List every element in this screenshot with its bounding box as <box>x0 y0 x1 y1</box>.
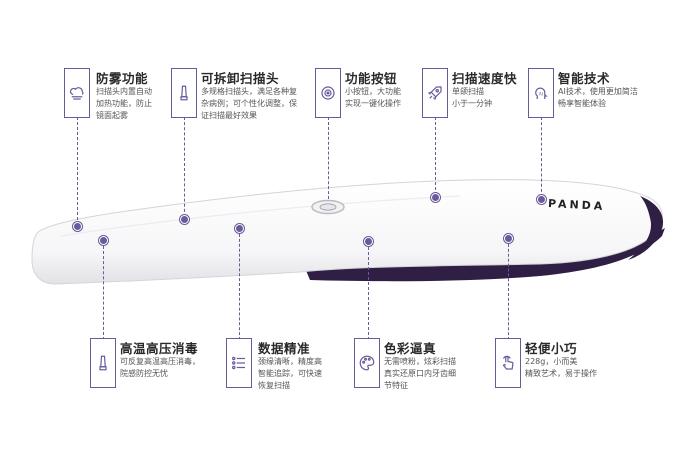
connector-line <box>368 247 369 340</box>
fog-icon <box>69 87 84 100</box>
connector-dot <box>73 222 82 231</box>
feature-desc: 无需喷粉，炫彩扫描 真实还原口内牙齿细 节特征 <box>384 357 456 390</box>
connector-dot <box>364 237 373 246</box>
ai-head-icon: AI <box>535 87 548 99</box>
connector-line <box>103 246 104 340</box>
connector-dot <box>504 234 513 243</box>
connector-line <box>184 117 185 217</box>
scanner-body <box>31 179 663 285</box>
feature-title: 高温高压消毒 <box>120 341 199 356</box>
feature-icon-box <box>171 68 197 118</box>
feature-desc: 228g，小而美 精致艺术，易于操作 <box>525 357 597 378</box>
connector-dot <box>235 224 244 233</box>
feature-desc: 单颌扫描 小于一分钟 <box>452 87 492 108</box>
feature-icon-box <box>495 338 521 388</box>
connector-dot <box>537 195 546 204</box>
feature-title: 可拆卸扫描头 <box>201 71 280 86</box>
connector-line <box>435 117 436 195</box>
tip-icon <box>180 85 188 101</box>
feature-title: 智能技术 <box>558 71 611 86</box>
scanner-tail-cap <box>628 196 664 260</box>
feature-desc: 多规格扫描头，满足各种复 杂病例；可个性化调整，保 证扫描最好效果 <box>201 87 297 120</box>
rocket-icon <box>427 86 442 101</box>
feature-desc: 小按钮，大功能 实现一键化操作 <box>345 87 401 108</box>
feature-title: 功能按钮 <box>345 71 398 86</box>
connector-dot <box>99 236 108 245</box>
connector-line <box>508 244 509 340</box>
feature-icon-box: AI <box>528 68 554 118</box>
list-icon <box>232 356 245 370</box>
feature-title: 数据精准 <box>258 341 311 356</box>
feature-icon-box <box>354 338 380 388</box>
feature-icon-box <box>90 338 116 388</box>
feature-title: 轻便小巧 <box>525 341 578 356</box>
connector-line <box>77 117 78 225</box>
scanner-highlight <box>59 195 461 237</box>
connector-dot <box>431 193 440 202</box>
feature-desc: 扫描头内置自动 加热功能，防止 镜面起雾 <box>96 87 152 120</box>
feature-icon-box <box>64 68 90 118</box>
button-icon <box>321 86 335 100</box>
feature-icon-box <box>315 68 341 118</box>
connector-line <box>541 117 542 197</box>
connector-line <box>328 117 329 199</box>
feature-desc: 可反复高温高压消毒， 院感防控无忧 <box>120 357 200 378</box>
svg-text:AI: AI <box>539 91 543 97</box>
feature-title: 色彩逼真 <box>384 341 437 356</box>
scanner-dark-band <box>305 228 665 282</box>
connector-dot <box>180 215 189 224</box>
feature-desc: AI技术，使用更加简洁 畅享智能体验 <box>558 87 638 108</box>
feature-title: 扫描速度快 <box>452 71 518 86</box>
tip-icon <box>99 355 107 371</box>
connector-line <box>239 234 240 340</box>
feature-desc: 颈缘清晰，精度高 智能追踪，可快速 恢复扫描 <box>258 357 322 390</box>
feature-icon-box <box>422 68 448 118</box>
feature-icon-box <box>226 338 252 388</box>
palette-icon <box>359 355 375 371</box>
function-button-inner <box>319 203 337 211</box>
touch-icon <box>502 355 514 370</box>
feature-title: 防雾功能 <box>96 71 149 86</box>
